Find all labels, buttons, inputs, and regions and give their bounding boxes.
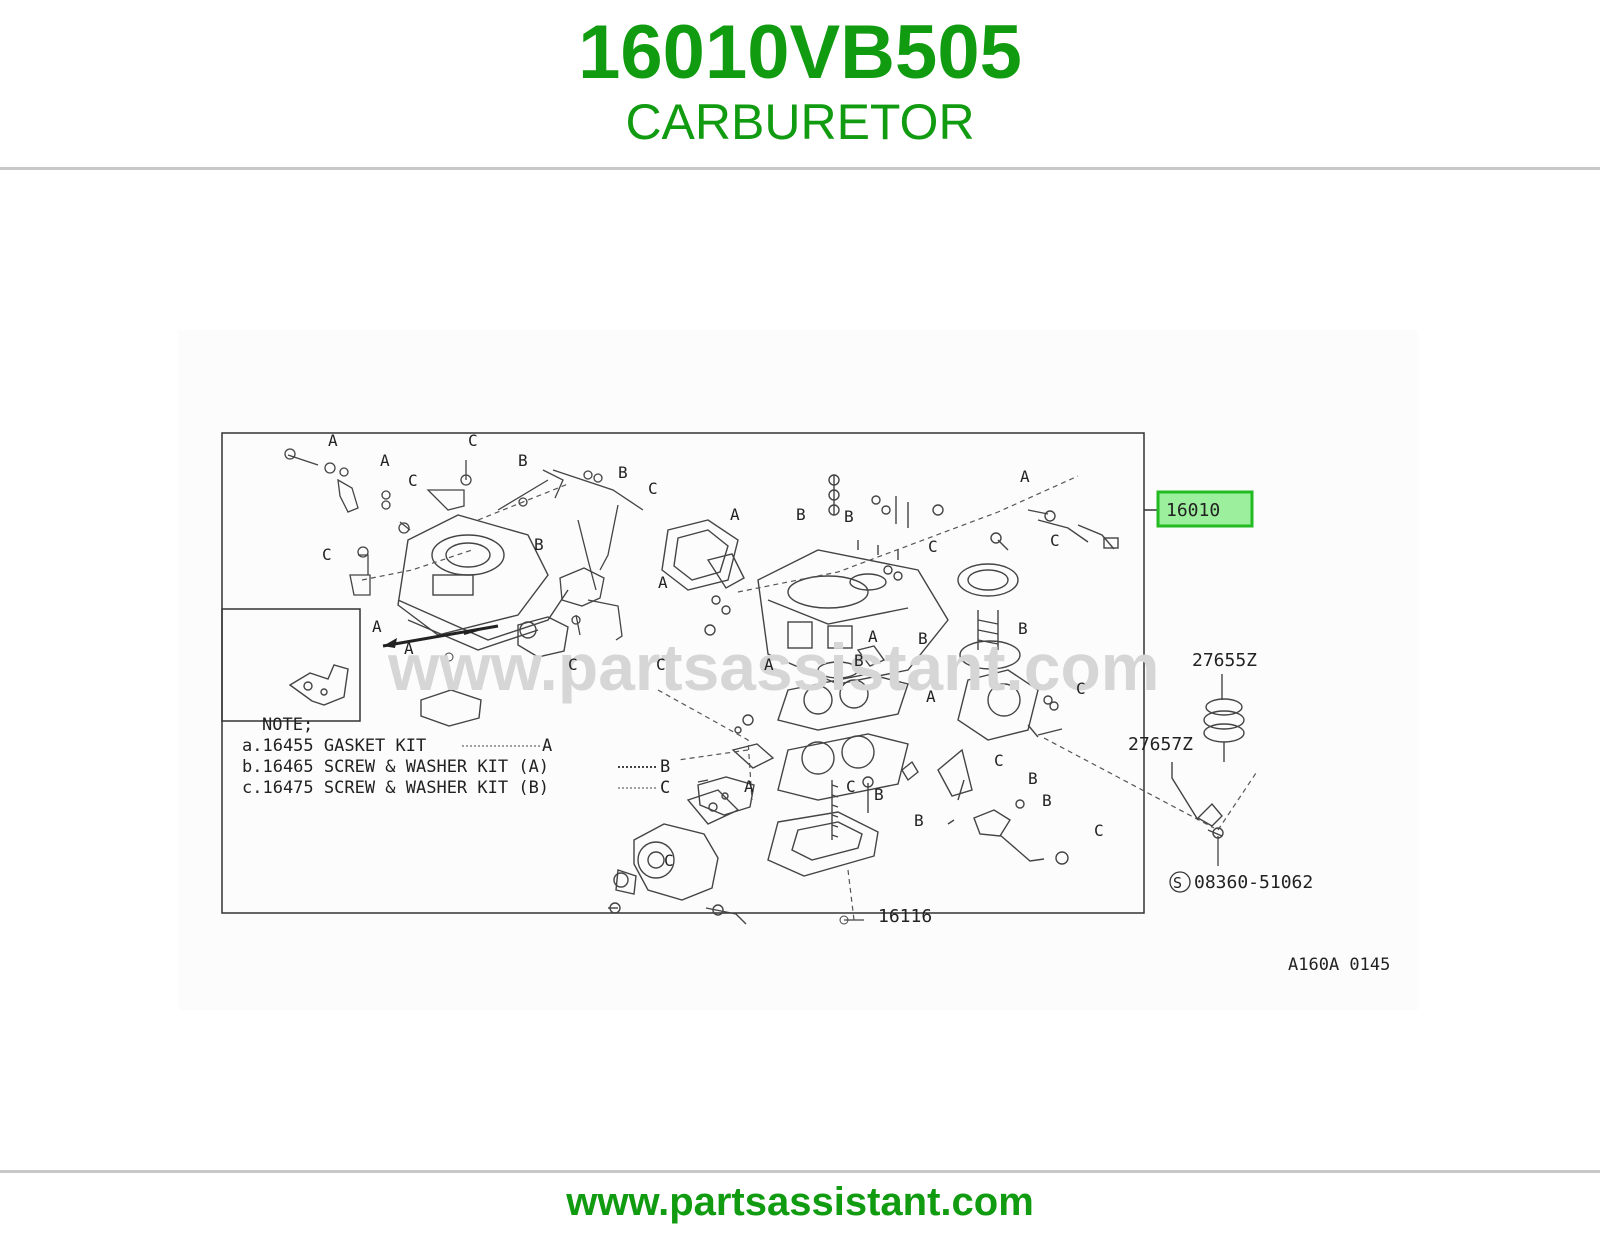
callout-letter: B — [796, 505, 806, 524]
carburetor-body — [704, 474, 949, 685]
left-hardware — [284, 448, 644, 641]
callout-letter: A — [1020, 467, 1030, 486]
note-letter-b: B — [660, 757, 670, 777]
callout-letter: B — [1028, 769, 1038, 788]
callout-letter: B — [918, 629, 928, 648]
watermark-text: www.partsassistant.com — [387, 630, 1159, 704]
callout-letter: B — [534, 535, 544, 554]
callout-letter: B — [618, 463, 628, 482]
callout-27657z[interactable]: 27657Z — [1128, 734, 1193, 755]
notes-title: NOTE; — [262, 715, 313, 735]
diagram-ref-code: A160A 0145 — [1288, 955, 1390, 975]
gaskets — [661, 519, 909, 877]
callout-letter: B — [1018, 619, 1028, 638]
top-cover-assembly — [397, 514, 569, 727]
callout-letter: A — [926, 687, 936, 706]
note-letter-a: A — [542, 736, 552, 756]
callout-letter: C — [1050, 531, 1060, 550]
inset-detail-box — [221, 608, 361, 722]
callout-letter: A — [730, 505, 740, 524]
callout-08360-51062[interactable]: 08360-51062 — [1194, 872, 1313, 893]
choke-housing — [608, 776, 755, 925]
callout-letter: C — [468, 431, 478, 450]
callout-letter: B — [874, 785, 884, 804]
header-divider — [0, 167, 1600, 170]
notes-block: NOTE; a.16455 GASKET KIT b.16465 SCREW &… — [242, 715, 670, 798]
callout-letter: B — [854, 651, 864, 670]
callout-letter: A — [868, 627, 878, 646]
callout-letter: C — [408, 471, 418, 490]
standard-part-icon — [1169, 871, 1191, 893]
callout-letter: A — [372, 617, 382, 636]
dashpot-27655z — [1203, 674, 1245, 762]
callout-letter: C — [322, 545, 332, 564]
callout-letter: A — [744, 777, 754, 796]
callout-letter: A — [328, 431, 338, 450]
note-letter-c: C — [660, 778, 670, 798]
power-valve-assembly — [831, 509, 1119, 865]
footer-url[interactable]: www.partsassistant.com — [566, 1180, 1034, 1224]
callout-letter: B — [1042, 791, 1052, 810]
letter-callouts: A A C C C B B B A A C C A A B B C A C C … — [322, 431, 1104, 870]
callout-letter: B — [914, 811, 924, 830]
highlight-callout-label[interactable]: 16010 — [1166, 500, 1220, 521]
part-description: CARBURETOR — [625, 94, 975, 150]
callout-letter: A — [380, 451, 390, 470]
parts-diagram: 16010 www.partsassistant.com 27655Z 2765… — [178, 330, 1418, 1010]
callout-letter: B — [844, 507, 854, 526]
callout-letter: C — [568, 655, 578, 674]
callout-16116[interactable]: 16116 — [878, 906, 932, 927]
callout-letter: B — [518, 451, 528, 470]
callout-letter: A — [404, 639, 414, 658]
note-screw-washer-kit-a: b.16465 SCREW & WASHER KIT (A) — [242, 757, 549, 777]
dashed-leaders — [361, 475, 1259, 921]
note-gasket-kit: a.16455 GASKET KIT — [242, 736, 426, 756]
callout-letter: C — [846, 777, 856, 796]
inset-pointer-arrowhead — [383, 638, 397, 648]
part-number-title: 16010VB505 — [578, 10, 1022, 95]
callout-letter: C — [1094, 821, 1104, 840]
standard-part-symbol: S — [1173, 874, 1182, 892]
callout-letter: C — [648, 479, 658, 498]
highlight-callout-box[interactable] — [1156, 490, 1254, 528]
callout-letter: C — [928, 537, 938, 556]
note-screw-washer-kit-b: c.16475 SCREW & WASHER KIT (B) — [242, 778, 549, 798]
callout-letter: A — [658, 573, 668, 592]
callout-letter: C — [656, 655, 666, 674]
callout-letter: C — [994, 751, 1004, 770]
bracket-27657z — [1171, 762, 1224, 839]
callout-letter: A — [764, 655, 774, 674]
carburetor-exploded-view: 16010 www.partsassistant.com 27655Z 2765… — [221, 431, 1390, 975]
callout-letter: C — [664, 851, 674, 870]
page-header: 16010VB505 CARBURETOR — [0, 0, 1600, 170]
inset-pointer-arrow — [382, 624, 499, 648]
callout-letter: C — [1076, 679, 1086, 698]
callout-27655z[interactable]: 27655Z — [1192, 650, 1257, 671]
inset-bracket-drawing — [288, 664, 349, 706]
footer-divider — [0, 1170, 1600, 1173]
